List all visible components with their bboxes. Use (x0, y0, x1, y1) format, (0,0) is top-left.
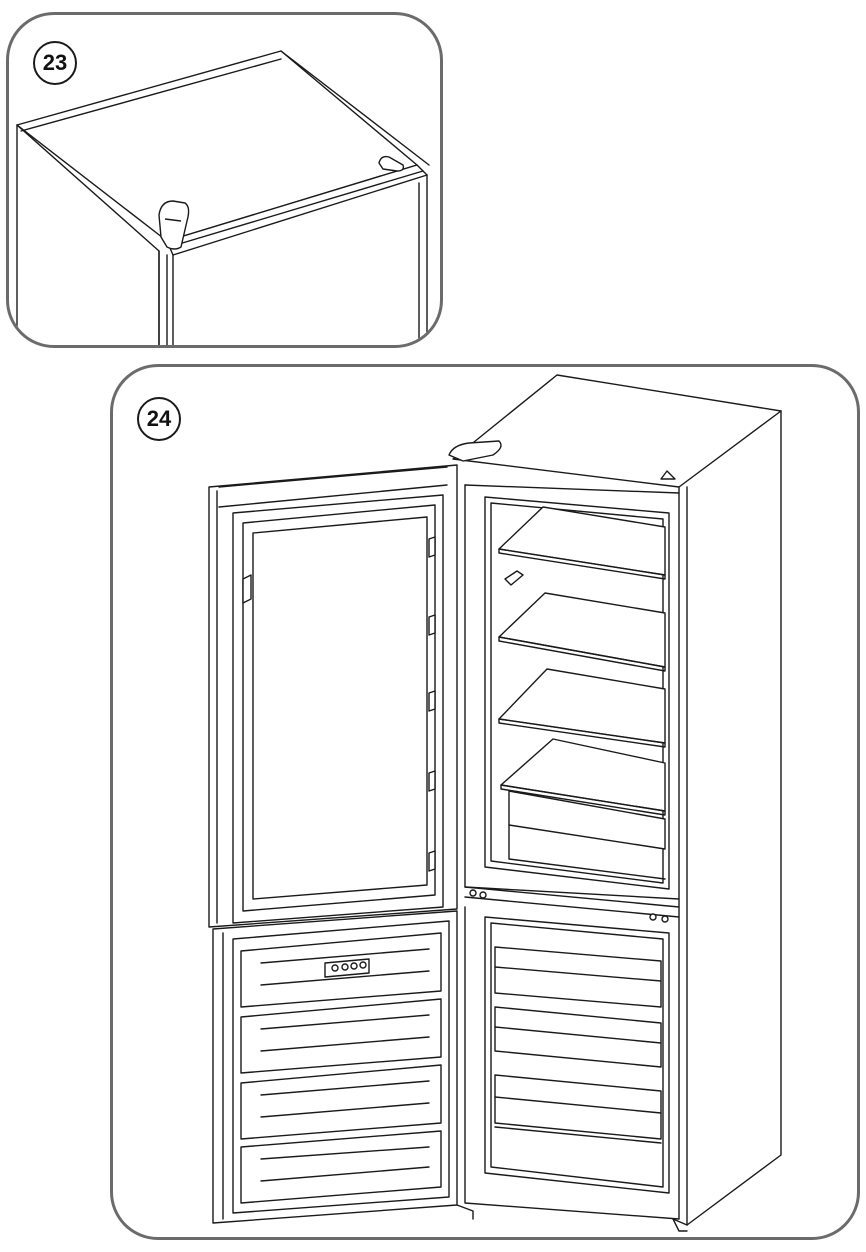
fridge-doors-open-illustration (113, 367, 860, 1240)
fridge-cabinet (449, 375, 781, 1225)
step-number-badge: 23 (33, 41, 77, 85)
lower-door-open (213, 911, 457, 1223)
upper-door-open (209, 465, 457, 927)
step-number-badge: 24 (137, 397, 181, 441)
fridge-top-detail-illustration (9, 15, 443, 348)
step-23-panel: 23 (6, 12, 443, 348)
hinge-cover-left-icon (159, 201, 189, 249)
step-24-panel: 24 (110, 364, 860, 1240)
hinge-hole-cap-right-icon (379, 157, 403, 171)
